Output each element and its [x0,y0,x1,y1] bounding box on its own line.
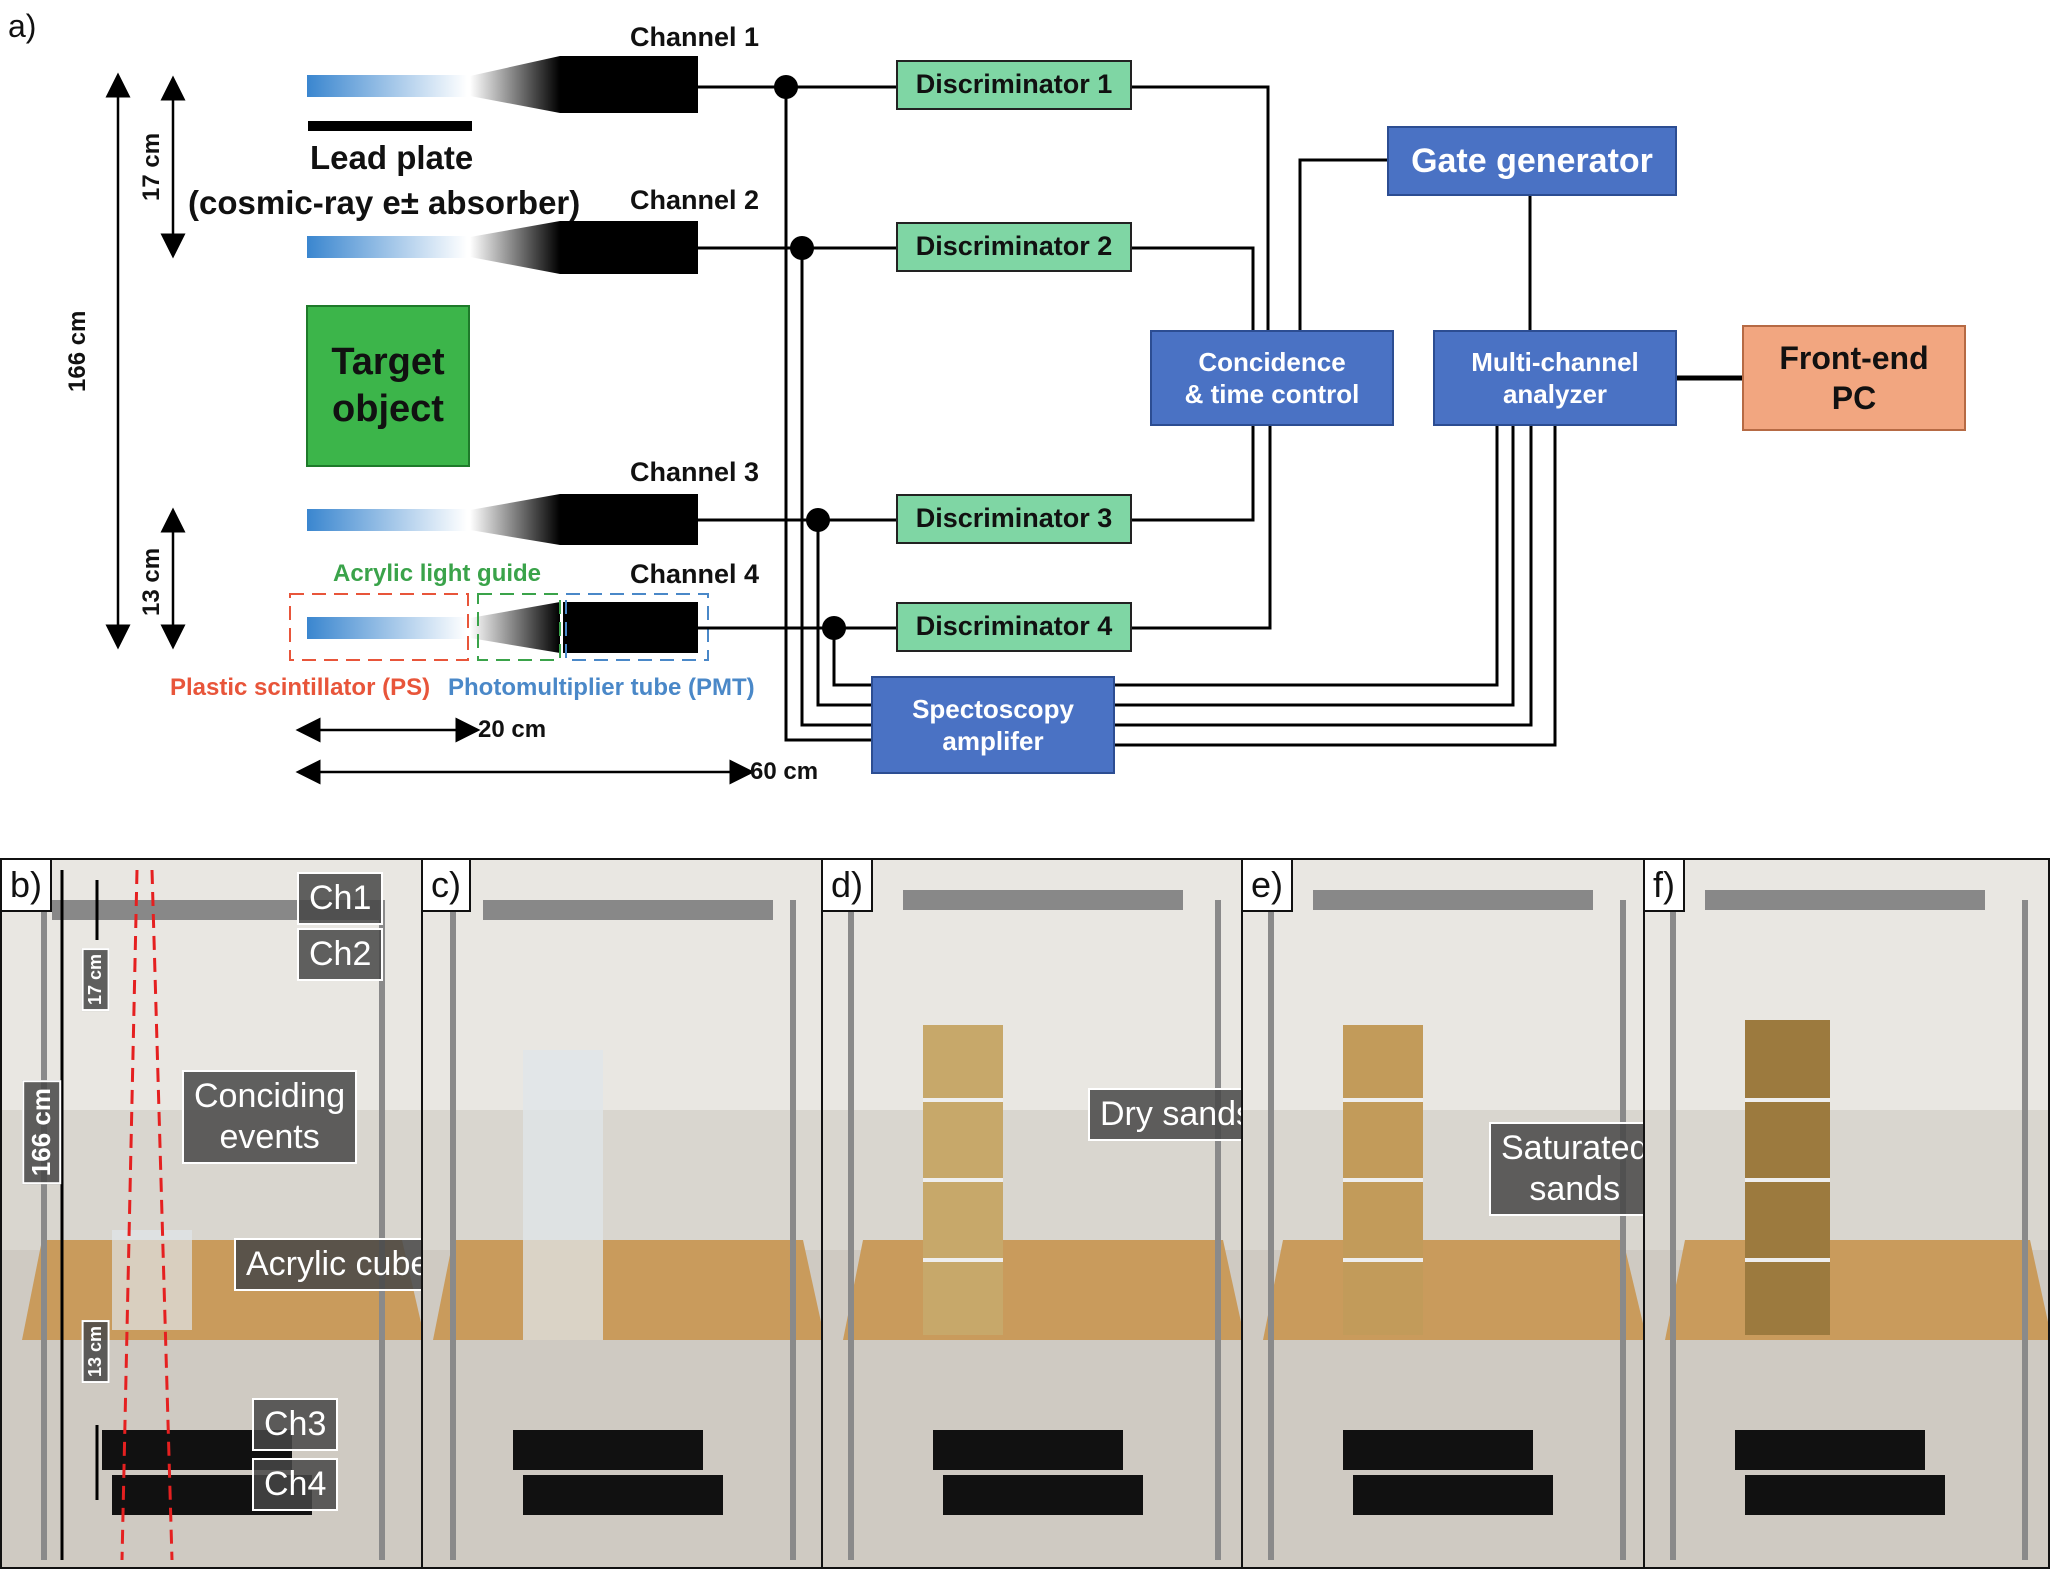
lead-plate-sub-label: (cosmic-ray e± absorber) [188,184,581,221]
gate-generator-box: Gate generator [1387,126,1677,196]
callout-saturated-sands: Saturated sands [1489,1122,1643,1216]
photo-c-drawing [423,860,821,1567]
photo-letter-c: c) [423,860,471,912]
discriminator-1: Discriminator 1 [896,60,1132,110]
detector-4 [307,602,698,653]
ps-dashed-box [289,593,469,661]
discriminator-3: Discriminator 3 [896,494,1132,544]
callout-ch4: Ch4 [252,1458,339,1511]
discriminator-2: Discriminator 2 [896,222,1132,272]
dim-20-label: 20 cm [478,716,547,743]
photo-f-drawing [1645,860,2048,1567]
lead-plate-bar [308,121,472,131]
target-line-1: Target [331,340,445,383]
detector-3 [307,494,698,545]
photo-letter-f: f) [1645,860,1685,912]
photo-dim-13: 13 cm [82,1320,110,1384]
pmt-dashed-box [565,593,709,661]
dim-17-label: 17 cm [138,132,165,201]
callout-ch2: Ch2 [297,928,384,981]
target-line-2: object [332,388,444,430]
spectroscopy-amplifier-box: Spectoscopy amplifer [871,676,1115,774]
photo-panel-d: d) Dry sands [821,858,1243,1569]
photo-panel-c: c) [421,858,823,1569]
lead-plate-label: Lead plate [310,139,474,176]
detector-1 [307,56,698,113]
coincidence-box: Concidence & time control [1150,330,1394,426]
mca-line-2: analyzer [1502,379,1608,409]
discriminator-4: Discriminator 4 [896,602,1132,652]
schematic-diagram: a) Channel 1 Channel 2 Channel 3 Channel… [8,8,1966,785]
pc-line-2: PC [1831,380,1877,416]
acrylic-guide-label: Acrylic light guide [333,560,542,587]
photo-panel-f: f) [1643,858,2050,1569]
dim-166-label: 166 cm [64,310,91,392]
callout-dry-sands: Dry sands [1088,1088,1241,1141]
target-object-box: Target object [306,305,470,467]
coincidence-line-1: Concidence [1198,346,1346,377]
callout-ch3: Ch3 [252,1398,339,1451]
callout-coinciding-events: Conciding events [182,1070,358,1164]
photo-dim-166: 166 cm [22,1080,62,1185]
mca-box: Multi-channel analyzer [1433,330,1677,426]
panel-label-a: a) [8,8,37,44]
schematic-lines [105,56,1742,785]
dim-60-label: 60 cm [750,758,819,785]
guide-dashed-box [477,593,561,661]
pc-line-1: Front-end [1779,340,1929,376]
callout-acrylic-cubes: Acrylic cubes [234,1238,421,1291]
photo-d-drawing [823,860,1241,1567]
channel-1-label: Channel 1 [630,22,760,52]
photo-letter-e: e) [1243,860,1294,912]
dim-13-label: 13 cm [138,547,165,616]
junction-dots [774,75,846,640]
channel-2-label: Channel 2 [630,185,760,215]
pmt-label: Photomultiplier tube (PMT) [448,674,755,701]
photo-panel-e: e) Saturated sands [1241,858,1645,1569]
photo-dim-17: 17 cm [82,948,110,1012]
callout-ch1: Ch1 [297,872,384,925]
photo-panels: b) Ch1 Ch2 Ch3 Ch4 Conciding events Acry… [0,858,2050,1569]
mca-line-1: Multi-channel [1471,346,1639,377]
photo-letter-b: b) [2,860,53,912]
channel-3-label: Channel 3 [630,457,760,487]
ps-label: Plastic scintillator (PS) [170,674,431,701]
photo-letter-d: d) [823,860,874,912]
amp-line-1: Spectoscopy [912,693,1074,724]
photo-panel-b: b) Ch1 Ch2 Ch3 Ch4 Conciding events Acry… [0,858,423,1569]
signal-wires [698,85,1742,747]
channel-4-label: Channel 4 [630,559,760,589]
detector-2 [307,221,698,274]
amp-line-2: amplifer [942,726,1044,756]
coincidence-line-2: & time control [1184,379,1360,409]
front-end-pc-box: Front-end PC [1742,325,1966,431]
